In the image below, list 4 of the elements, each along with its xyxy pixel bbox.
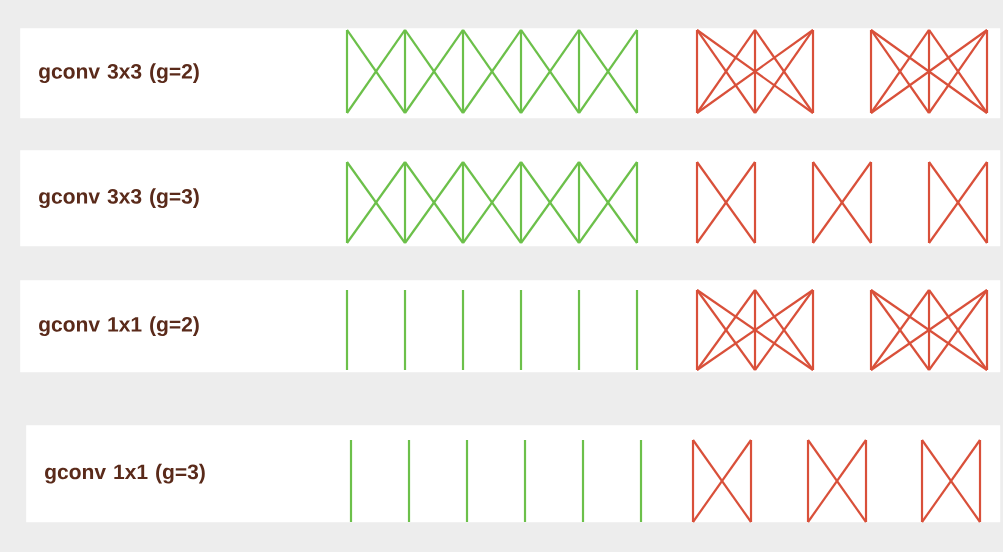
label-band: gconv 3x3 (g=3) xyxy=(20,150,1001,247)
label-band: gconv 1x1 (g=3) xyxy=(26,425,1001,523)
label-band: gconv 1x1 (g=2) xyxy=(20,280,1001,373)
label-band: gconv 3x3 (g=2) xyxy=(20,28,1001,119)
